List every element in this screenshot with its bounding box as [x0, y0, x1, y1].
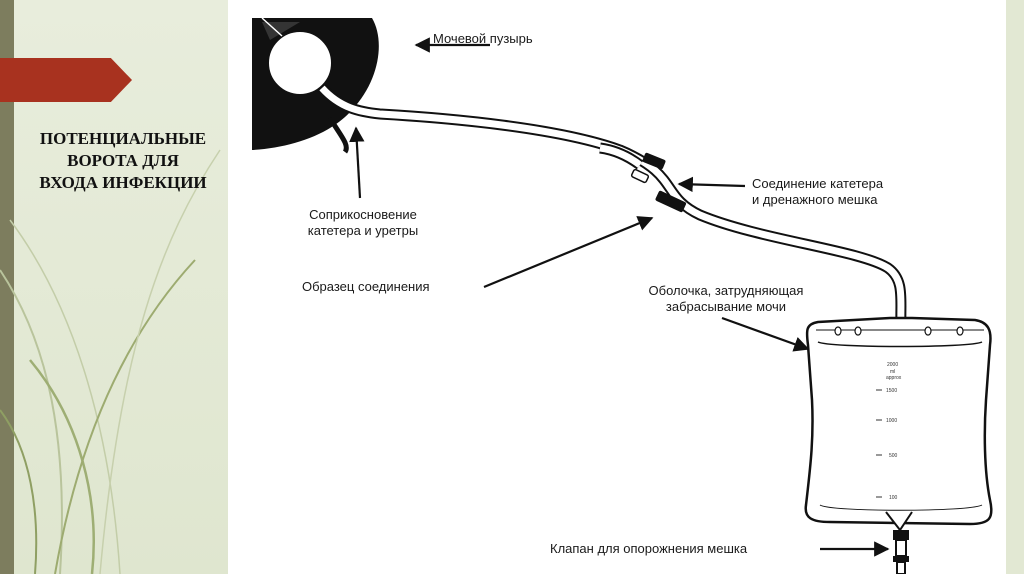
label-joint-sample: Образец соединения — [302, 279, 430, 294]
label-valve: Клапан для опорожнения мешка — [550, 541, 748, 556]
label-shell: Оболочка, затрудняющая забрасывание мочи — [616, 283, 836, 315]
drain-valve — [893, 530, 909, 574]
label-contact-line1: Соприкосновение — [309, 207, 417, 222]
label-connection-line2: и дренажного мешка — [752, 192, 878, 207]
right-border-strip — [1006, 0, 1024, 574]
catheter-tube — [317, 84, 907, 326]
drainage-bag — [804, 316, 993, 532]
arrow-connection — [677, 176, 746, 193]
bag-scale: 2000 ml approx 1500 1000 500 100 — [876, 362, 902, 501]
title-arrow-marker — [0, 58, 132, 102]
connector-parts — [630, 152, 687, 213]
svg-text:1500: 1500 — [886, 388, 897, 394]
label-connection-line1: Соединение катетера — [752, 176, 884, 191]
arrow-joint-sample — [483, 216, 654, 289]
slide-title: ПОТЕНЦИАЛЬНЫЕ ВОРОТА ДЛЯ ВХОДА ИНФЕКЦИИ — [39, 129, 207, 192]
label-bladder: Мочевой пузырь — [433, 31, 533, 46]
svg-text:2000: 2000 — [887, 362, 898, 368]
pointer-arrows — [349, 37, 890, 557]
arrow-shell — [721, 316, 810, 352]
svg-text:500: 500 — [889, 453, 898, 459]
arrow-contact — [349, 126, 365, 199]
left-panel: ПОТЕНЦИАЛЬНЫЕ ВОРОТА ДЛЯ ВХОДА ИНФЕКЦИИ — [0, 0, 228, 574]
label-shell-line2: забрасывание мочи — [665, 299, 787, 314]
bladder-illustration — [252, 17, 379, 154]
label-contact: Соприкосновение катетера и уретры — [278, 207, 448, 239]
label-contact-line2: катетера и уретры — [307, 223, 419, 238]
svg-text:1000: 1000 — [886, 418, 897, 424]
label-connection: Соединение катетера и дренажного мешка — [752, 176, 883, 208]
svg-text:100: 100 — [889, 495, 898, 501]
decorative-curves — [0, 149, 221, 574]
svg-text:ml: ml — [890, 369, 895, 375]
label-shell-line1: Оболочка, затрудняющая — [648, 283, 804, 298]
svg-text:approx: approx — [886, 375, 902, 381]
left-accent-strip — [0, 0, 14, 574]
